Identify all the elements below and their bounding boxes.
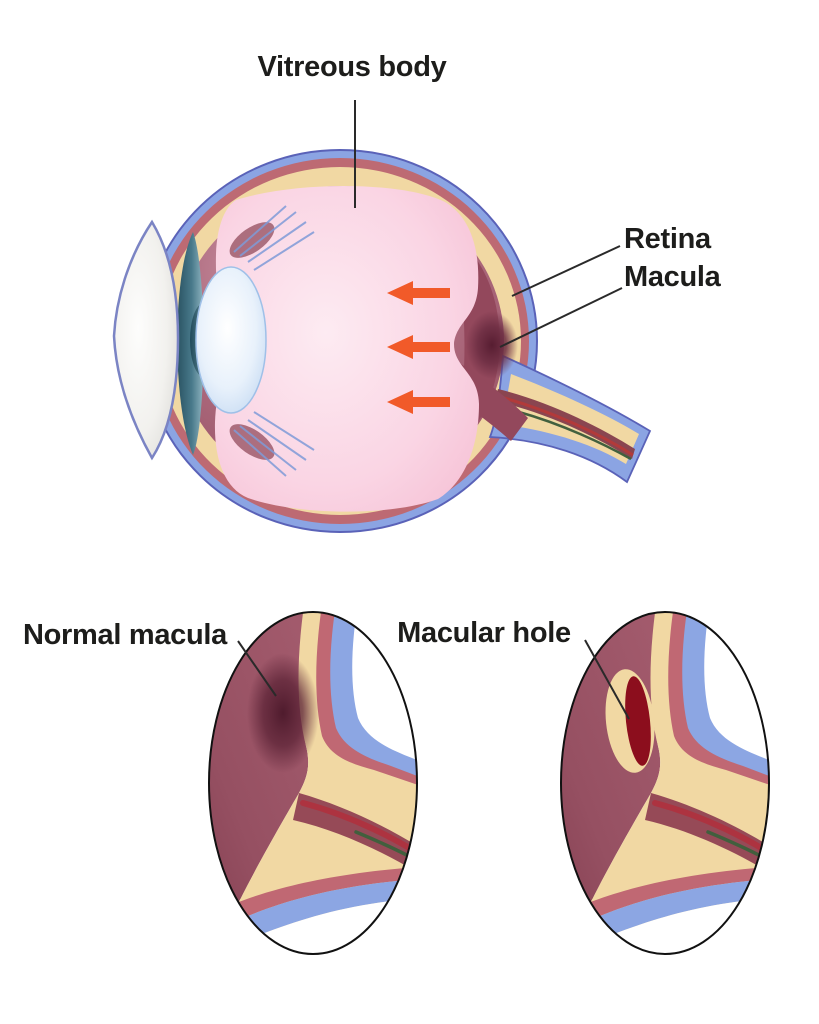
traction-arrows xyxy=(387,281,450,414)
macular-hole-shape xyxy=(625,676,651,766)
label-normal-macula: Normal macula xyxy=(22,619,228,651)
macula-spot xyxy=(466,311,518,379)
lens xyxy=(195,266,267,414)
leader-line-macula xyxy=(499,287,623,348)
ciliary-body-top xyxy=(229,222,275,258)
traction-arrow xyxy=(387,335,450,359)
central-retinal-vein xyxy=(518,410,632,461)
inset-outline xyxy=(560,611,770,955)
traction-arrow xyxy=(387,390,450,414)
inset-macular-hole xyxy=(560,611,770,955)
optic-nerve xyxy=(488,354,652,484)
inset-normal-macula xyxy=(208,611,418,955)
leader-line-normal-macula xyxy=(237,640,277,697)
central-retinal-artery xyxy=(496,394,634,457)
inset-outline xyxy=(208,611,418,955)
label-macular-hole: Macular hole xyxy=(397,617,571,649)
ciliary-body-bottom xyxy=(229,424,275,460)
label-macula: Macula xyxy=(624,261,721,293)
zonule-fibers xyxy=(233,205,315,477)
leader-line-macular-hole xyxy=(584,639,630,720)
traction-arrow xyxy=(387,281,450,305)
cornea xyxy=(112,219,180,461)
normal-macula-spot xyxy=(247,653,319,773)
label-retina: Retina xyxy=(624,223,711,255)
eye-cross-section xyxy=(112,149,652,533)
label-vitreous-body: Vitreous body xyxy=(257,51,447,83)
leader-line-retina xyxy=(511,245,621,297)
